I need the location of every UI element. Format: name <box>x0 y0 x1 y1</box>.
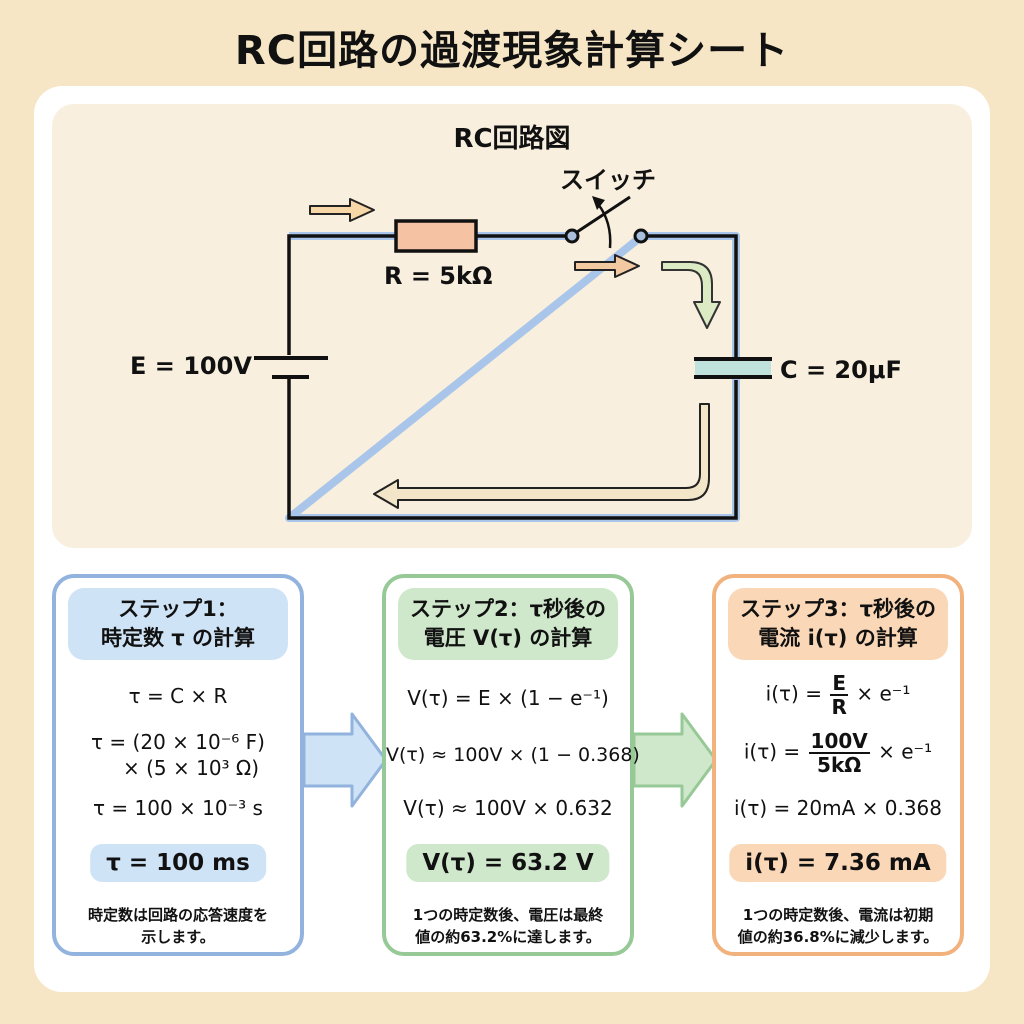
step3-note-line1: 1つの時定数後、電流は初期 <box>742 906 934 924</box>
step3-intermediate: i(τ) = 20mA × 0.368 <box>733 796 943 820</box>
step3-heading: ステップ3：τ秒後の 電流 i(τ) の計算 <box>728 588 948 660</box>
source-voltage-label: E = 100V <box>130 352 252 380</box>
step1-note-line1: 時定数は回路の応答速度を <box>87 906 268 924</box>
step2-intermediate: V(τ) ≈ 100V × 0.632 <box>403 796 613 820</box>
step2-card: ステップ2：τ秒後の 電圧 V(τ) の計算 V(τ) = E × (1 − e… <box>382 574 640 956</box>
step1-heading-line2: 時定数 τ の計算 <box>100 626 256 650</box>
switch-motion-arrowhead <box>592 196 605 210</box>
capacitor-dielectric <box>695 359 771 377</box>
switch-terminal-left <box>564 228 580 244</box>
step2-note-line1: 1つの時定数後、電圧は最終 <box>412 906 604 924</box>
step2-result-badge: V(τ) = 63.2 V <box>406 844 610 882</box>
step1-substitution-line1: τ = (20 × 10⁻⁶ F) <box>91 730 265 754</box>
page-title: RC回路の過渡現象計算シート <box>234 28 790 74</box>
step3-note-line2: 値の約36.8%に減少します。 <box>737 928 939 946</box>
step2-heading-line1: ステップ2：τ秒後の <box>409 597 606 621</box>
current-arrow-bend-icon <box>661 261 721 329</box>
step3-substitution-fraction: 100V 5kΩ <box>808 729 870 777</box>
step1-heading-line1: ステップ1： <box>118 597 238 621</box>
step1-note-line2: 示します。 <box>141 928 215 946</box>
step3-formula-suffix: × e⁻¹ <box>856 681 911 706</box>
step2-heading: ステップ2：τ秒後の 電圧 V(τ) の計算 <box>398 588 618 660</box>
step1-card: ステップ1： 時定数 τ の計算 τ = C × R τ = (20 × 10⁻… <box>52 574 304 956</box>
step3-substitution-prefix: i(τ) = <box>743 739 801 764</box>
step1-heading: ステップ1： 時定数 τ の計算 <box>68 588 288 660</box>
circuit-diagram-title: RC回路図 <box>453 124 571 154</box>
step2-substitution: V(τ) ≈ 100V × (1 − 0.368) <box>386 744 640 766</box>
step2-note: 1つの時定数後、電圧は最終 値の約63.2%に達します。 <box>392 904 624 948</box>
switch-label: スイッチ <box>560 166 656 194</box>
current-arrow-switch-icon <box>574 254 640 278</box>
step1-intermediate: τ = 100 × 10⁻³ s <box>93 796 263 820</box>
step3-result-badge: i(τ) = 7.36 mA <box>729 844 947 882</box>
step3-card: ステップ3：τ秒後の 電流 i(τ) の計算 i(τ) = E R × e⁻¹ … <box>712 574 964 956</box>
wire-cap-bottom <box>287 378 738 520</box>
switch-terminal-right <box>633 228 649 244</box>
step2-to-step3-arrow-icon <box>632 712 718 808</box>
fraction-numerator: E <box>830 671 848 696</box>
step3-substitution: i(τ) = 100V 5kΩ × e⁻¹ <box>716 730 960 776</box>
capacitor-label: C = 20μF <box>780 356 902 384</box>
step2-note-line2: 値の約63.2%に達します。 <box>415 928 601 946</box>
step3-formula-fraction: E R <box>830 672 848 718</box>
step1-substitution-line2: × (5 × 10³ Ω) <box>122 756 260 780</box>
step1-note: 時定数は回路の応答速度を 示します。 <box>62 904 294 948</box>
wire-top-left <box>287 234 396 355</box>
step1-formula: τ = C × R <box>128 684 228 708</box>
step3-formula: i(τ) = E R × e⁻¹ <box>716 672 960 718</box>
return-arrow-icon <box>373 403 710 509</box>
step2-heading-line2: 電圧 V(τ) の計算 <box>423 626 593 650</box>
fraction-numerator: 100V <box>808 729 870 754</box>
wire-switch-right <box>647 234 738 360</box>
circuit-diagram-panel <box>52 104 972 548</box>
fraction-denominator: R <box>831 695 847 719</box>
step3-note: 1つの時定数後、電流は初期 値の約36.8%に減少します。 <box>722 904 954 948</box>
step3-heading-line2: 電流 i(τ) の計算 <box>758 626 918 650</box>
step3-formula-prefix: i(τ) = <box>765 681 822 706</box>
fraction-denominator: 5kΩ <box>817 753 862 777</box>
current-arrow-top-icon <box>309 198 375 222</box>
step3-substitution-suffix: × e⁻¹ <box>878 739 933 764</box>
step1-to-step2-arrow-icon <box>302 712 388 808</box>
circuit-diagram <box>254 195 772 522</box>
switch-motion-arrow <box>597 203 612 249</box>
resistor-label: R = 5kΩ <box>384 262 493 290</box>
resistor-symbol <box>394 219 478 253</box>
step3-heading-line1: ステップ3：τ秒後の <box>739 597 936 621</box>
step2-formula: V(τ) = E × (1 − e⁻¹) <box>407 686 609 710</box>
wire-glow <box>285 232 740 522</box>
step1-result-badge: τ = 100 ms <box>90 844 266 882</box>
